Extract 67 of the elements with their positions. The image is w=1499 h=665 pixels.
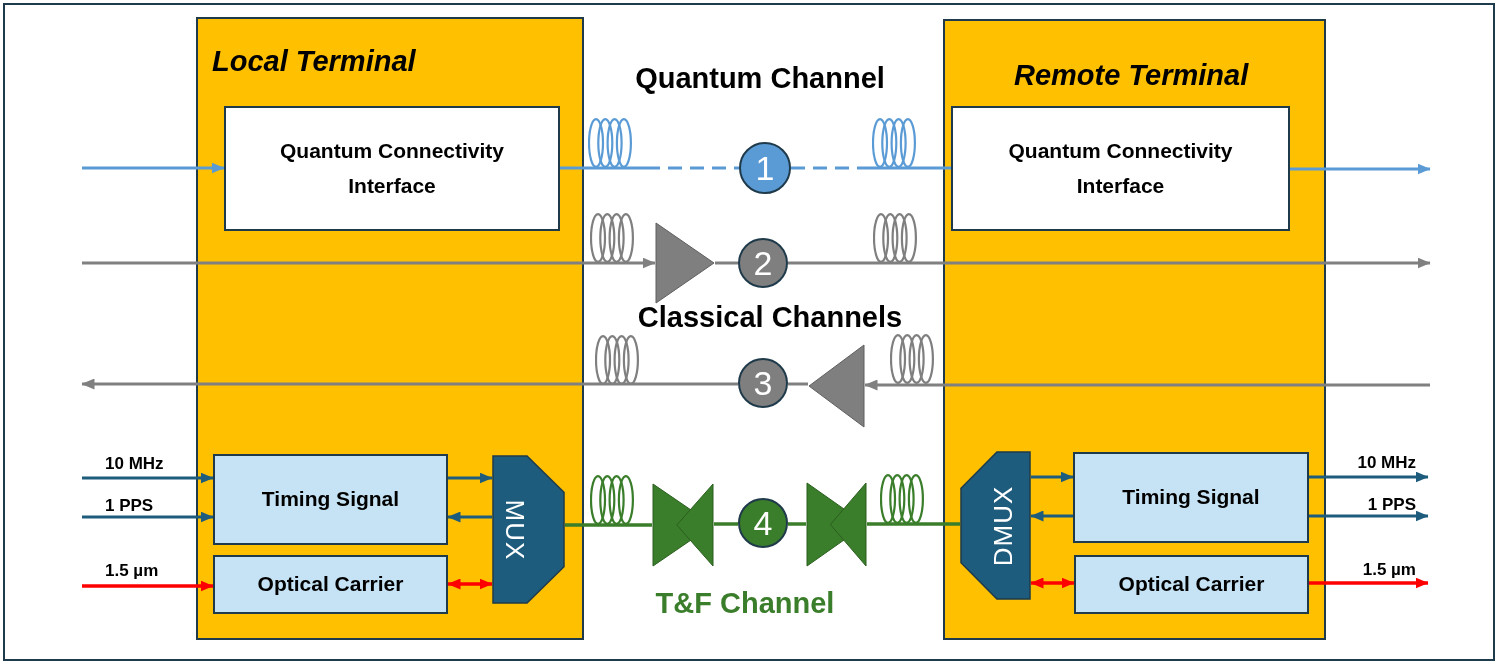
- edge-label: 1.5 µm: [105, 561, 159, 581]
- block-label: Quantum Connectivity Interface: [1007, 137, 1234, 199]
- channel-heading: T&F Channel: [655, 587, 835, 619]
- circle-number: 3: [753, 366, 773, 400]
- edge-label: 10 MHz: [105, 454, 164, 474]
- multiplexer-label: MUX: [502, 499, 528, 560]
- panel-title: Local Terminal: [212, 44, 416, 78]
- circle-number: 4: [753, 506, 773, 540]
- amplifier-triangle: [808, 344, 865, 428]
- amplifier-triangle: [655, 222, 715, 304]
- numbered-circle: [738, 238, 788, 288]
- connector-line: [715, 261, 738, 265]
- arrow: [447, 511, 492, 523]
- arrow: [82, 162, 225, 174]
- arrow: [1309, 471, 1429, 483]
- edge-label: 1.5 µm: [1362, 560, 1416, 580]
- circle-number: 1: [755, 151, 775, 185]
- process-block: [213, 555, 448, 614]
- arrow: [1309, 577, 1429, 589]
- arrow: [82, 511, 214, 523]
- bidirectional-amplifier: [652, 483, 714, 567]
- bidirectional-amplifier: [806, 482, 867, 567]
- process-block: [224, 106, 560, 231]
- arrow: [1290, 163, 1431, 175]
- block-label: Quantum Connectivity Interface: [279, 137, 505, 199]
- channel-heading: Classical Channels: [637, 301, 903, 333]
- connector-line: [788, 382, 808, 386]
- numbered-circle: [738, 498, 788, 548]
- channel-heading: Quantum Channel: [635, 62, 885, 94]
- process-block: [213, 454, 448, 545]
- multiplexer-block: [960, 451, 1031, 600]
- arrow: [82, 257, 656, 269]
- circle-number: 2: [753, 246, 773, 280]
- arrow: [788, 257, 1431, 269]
- dashed-line: [560, 166, 739, 170]
- panel-title: Remote Terminal: [1014, 58, 1249, 92]
- terminal-panel: [196, 17, 584, 640]
- connector-line: [714, 522, 738, 526]
- arrow: [81, 378, 738, 390]
- multiplexer-block: [492, 455, 565, 604]
- connector-line: [788, 522, 806, 526]
- block-label: Optical Carrier: [1118, 571, 1265, 598]
- block-label: Timing Signal: [1122, 484, 1260, 511]
- edge-label: 1 PPS: [1367, 495, 1416, 515]
- arrow: [864, 379, 1430, 391]
- connector-line: [565, 523, 652, 527]
- numbered-circle: [739, 142, 791, 194]
- terminal-panel: [943, 19, 1326, 640]
- block-label: Timing Signal: [261, 486, 400, 513]
- process-block: [1073, 452, 1309, 543]
- arrow: [82, 472, 214, 484]
- arrow: [82, 580, 214, 592]
- numbered-circle: [738, 358, 788, 408]
- arrow: [1309, 510, 1429, 522]
- multiplexer-label: DMUX: [990, 485, 1016, 566]
- connector-line: [867, 522, 960, 526]
- edge-label: 10 MHz: [1357, 453, 1416, 473]
- process-block: [1074, 555, 1309, 614]
- double-arrow: [1030, 577, 1075, 589]
- arrow: [1031, 471, 1074, 483]
- edge-label: 1 PPS: [105, 496, 154, 516]
- arrow: [448, 472, 493, 484]
- dashed-line: [791, 166, 951, 170]
- double-arrow: [447, 578, 493, 590]
- block-label: Optical Carrier: [257, 571, 404, 598]
- arrow: [1030, 510, 1073, 522]
- process-block: [951, 106, 1290, 231]
